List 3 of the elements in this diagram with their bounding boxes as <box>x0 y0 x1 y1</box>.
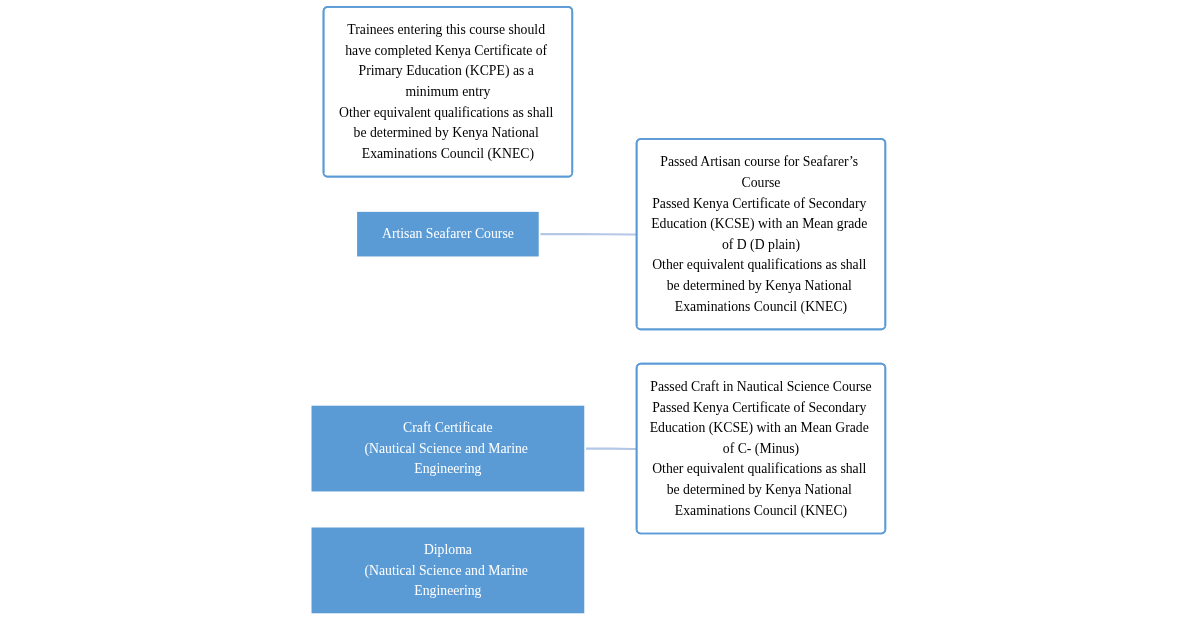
node-box: Diploma (Nautical Science and Marine Engineering <box>309 525 586 615</box>
node-box: Artisan Seafarer Course <box>355 210 541 259</box>
node-box: Craft Certificate (Nautical Science and Marine Engineering <box>309 404 586 494</box>
